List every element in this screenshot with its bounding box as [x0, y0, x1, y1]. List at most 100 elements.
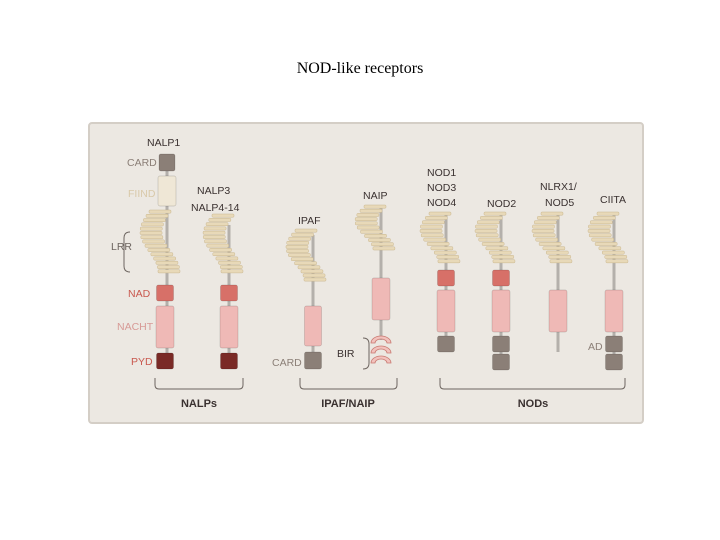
lrr-repeat-nod1 [420, 224, 443, 229]
lrr-repeat-nod1 [430, 246, 454, 251]
lrr-repeat-ipaf [288, 236, 311, 241]
bir-domain-naip-1 [370, 335, 392, 344]
pyd-domain-nalp1 [156, 352, 174, 370]
lrr-repeat-ipaf [286, 240, 309, 245]
protein-label-nalp1: NALP1 [147, 137, 180, 149]
lrr-repeat-ciita [594, 242, 618, 246]
lrr-repeat-nalp1 [139, 231, 163, 235]
lrr-repeat-nod1 [428, 211, 452, 216]
lrr-repeat-nalp1 [153, 256, 176, 261]
nacht-domain-nalp3 [219, 305, 239, 349]
bracket-ipaf-naip [299, 378, 398, 390]
lrr-repeat-nlrx1 [538, 242, 562, 246]
lrr-repeat-nalp1 [150, 252, 174, 257]
nacht-domain-ciita [604, 289, 624, 333]
lrr-repeat-ciita [588, 233, 612, 238]
lrr-repeat-ciita [596, 211, 620, 216]
card-domain-ipaf [304, 351, 322, 370]
nacht-domain-ipaf [304, 305, 322, 347]
lrr-repeat-nalp3 [203, 226, 227, 231]
lrr-repeat-nod1 [437, 259, 461, 264]
bir-bracket [362, 337, 370, 370]
group-label-ipaf-naip: IPAF/NAIP [321, 398, 375, 410]
lrr-repeat-ipaf [288, 253, 311, 257]
lrr-repeat-nalp3 [202, 235, 226, 239]
lrr-repeat-nalp1 [145, 214, 169, 218]
protein-label-nod2: NOD2 [487, 198, 516, 210]
lrr-repeat-naip [360, 229, 383, 234]
lrr-repeat-ipaf [290, 257, 314, 261]
lrr-repeat-nlrx1 [542, 246, 566, 251]
lrr-repeat-nod2 [475, 233, 499, 238]
lrr-repeat-naip [359, 208, 383, 213]
lrr-repeat-ciita [588, 224, 611, 229]
lrr-repeat-nalp1 [144, 243, 168, 248]
lrr-repeat-nod2 [481, 242, 505, 246]
lrr-repeat-nod2 [480, 216, 503, 220]
lrr-repeat-nlrx1 [535, 237, 558, 242]
lrr-repeat-nalp3 [202, 230, 226, 235]
lrr-repeat-nlrx1 [532, 224, 555, 229]
lrr-repeat-ipaf [303, 277, 327, 282]
nacht-domain-nlrx1 [548, 289, 568, 333]
lrr-repeat-nod2 [483, 211, 507, 216]
lrr-repeat-naip [364, 234, 387, 238]
fiind-domain-nalp1 [157, 175, 177, 207]
card-domain-nalp1 [158, 153, 176, 172]
lrr-repeat-nod1 [425, 216, 448, 220]
lrr-repeat-nod2 [485, 246, 509, 251]
lrr-repeat-nod1 [426, 242, 450, 246]
lrr-repeat-nalp1 [157, 265, 180, 269]
lrr-repeat-ipaf [300, 269, 324, 274]
lrr-repeat-nalp3 [205, 222, 229, 227]
lrr-repeat-nlrx1 [546, 250, 569, 255]
bir-domain-naip-3 [370, 355, 392, 364]
lrr-repeat-nod1 [434, 250, 457, 255]
lrr-repeat-naip [356, 225, 380, 230]
lrr-repeat-nalp1 [142, 239, 165, 244]
lrr-repeat-naip [356, 213, 380, 217]
lrr-repeat-ciita [604, 255, 628, 259]
ad-domain-ciita [605, 335, 623, 353]
lrr-repeat-nod2 [492, 259, 516, 264]
lrr-repeat-ipaf [294, 261, 317, 266]
lrr-repeat-nod1 [422, 220, 445, 225]
nacht-domain-nod2 [491, 289, 511, 333]
lrr-repeat-nalp3 [220, 265, 243, 269]
protein-label-nalp4-14: NALP4-14 [191, 202, 240, 214]
lrr-repeat-ciita [590, 220, 613, 225]
lrr-repeat-ipaf [291, 232, 314, 237]
domain-label-pyd: PYD [131, 356, 153, 368]
protein-label-nod5: NOD5 [545, 197, 574, 209]
protein-label-ciita: CIITA [600, 194, 626, 206]
domain-label-fiind: FIIND [128, 188, 156, 200]
domain-label-nacht: NACHT [117, 321, 154, 333]
diagram-title: NOD-like receptors [296, 60, 424, 77]
lrr-repeat-nod2 [489, 250, 512, 255]
lrr-repeat-nlrx1 [537, 216, 560, 220]
lrr-repeat-ciita [593, 216, 616, 220]
domain-label-card-ipaf: CARD [272, 357, 302, 369]
bracket-nalps [154, 378, 244, 390]
pyd-domain-nalp3 [220, 352, 238, 370]
lrr-repeat-nlrx1 [534, 220, 557, 225]
lrr-repeat-nlrx1 [548, 255, 572, 259]
protein-label-ipaf: IPAF [298, 215, 321, 227]
nacht-domain-naip [371, 277, 391, 321]
protein-label-nod4: NOD4 [427, 197, 456, 209]
lrr-repeat-nalp3 [218, 260, 241, 265]
lrr-repeat-nalp3 [215, 256, 239, 261]
lrr-repeat-ipaf [286, 249, 309, 253]
lrr-repeat-nalp1 [155, 260, 179, 265]
lrr-repeat-nalp3 [212, 252, 236, 257]
protein-label-nod3: NOD3 [427, 182, 456, 194]
lrr-repeat-nod1 [419, 229, 443, 233]
lrr-repeat-nlrx1 [549, 259, 573, 264]
nad-domain-nalp3 [220, 284, 238, 302]
lrr-repeat-ciita [587, 229, 611, 233]
diagram-panel [88, 122, 644, 424]
lrr-repeat-nalp1 [143, 218, 166, 222]
lrr-repeat-nod2 [477, 220, 500, 225]
lrr-repeat-nalp3 [211, 213, 235, 218]
group-label-nods: NODs [518, 398, 549, 410]
